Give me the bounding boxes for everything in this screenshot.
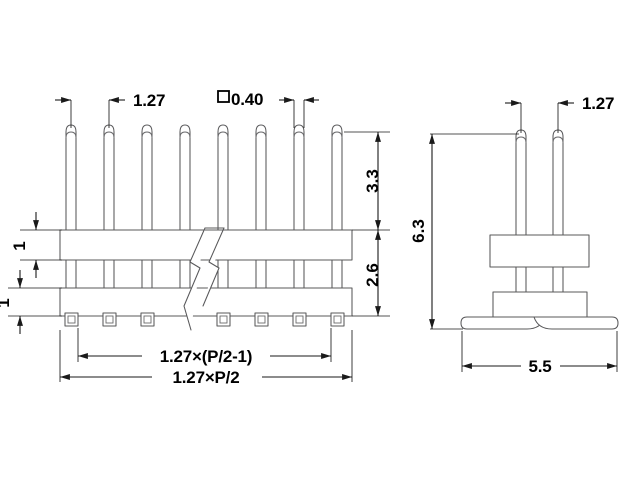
dim-upper-thickness: 1 (10, 241, 29, 250)
square-symbol-icon (217, 90, 230, 103)
front-view-group (59, 124, 353, 331)
side-base-lead-right (533, 316, 619, 330)
dim-pin-height: 3.3 (363, 169, 382, 193)
solder-pad (102, 312, 117, 327)
solder-pad-array (64, 312, 345, 327)
side-pin (515, 129, 527, 236)
dim-pin-section: 0.40 (231, 90, 263, 109)
solder-pad (216, 312, 231, 327)
solder-pad (140, 312, 155, 327)
dim-pitch-left: 1.27 (133, 91, 165, 110)
side-lower-body (492, 291, 588, 318)
break-line (183, 227, 225, 331)
side-view-group (460, 129, 619, 330)
solder-pad (292, 312, 307, 327)
solder-pad (64, 312, 79, 327)
pin-array-middle (65, 259, 343, 289)
upper-body-bar (59, 229, 353, 261)
pin-array-upper (65, 124, 343, 231)
solder-pad (330, 312, 345, 327)
solder-pad (254, 312, 269, 327)
front-view-dimensions: 1.27 0.40 3.3 2.6 1 (0, 90, 390, 387)
dim-outer-span: 1.27×P/2 (173, 368, 240, 387)
dim-inner-span: 1.27×(P/2-1) (160, 347, 253, 366)
lower-body-bar (59, 287, 353, 317)
side-view-dimensions: 1.27 6.3 5.5 (409, 94, 618, 376)
dim-lower-thickness: 1 (0, 298, 13, 307)
side-pin (552, 129, 564, 236)
dim-total-height: 6.3 (409, 219, 428, 243)
side-base-lead-left (460, 316, 546, 330)
dim-base-width: 5.5 (528, 357, 551, 376)
side-upper-body (489, 234, 590, 268)
dim-body-height: 2.6 (363, 263, 382, 287)
dim-pitch-right: 1.27 (582, 94, 614, 113)
